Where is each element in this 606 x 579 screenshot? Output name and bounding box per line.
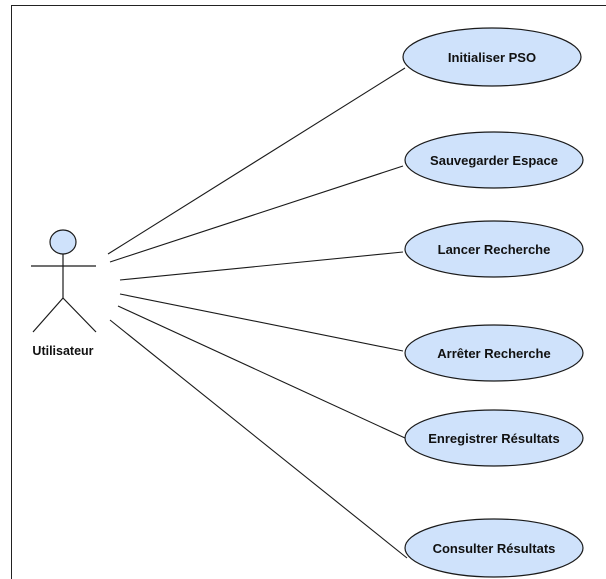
use-case-ellipse (404, 518, 584, 578)
use-case-sauvegarder-espace: Sauvegarder Espace (404, 131, 584, 189)
use-case-lancer-recherche: Lancer Recherche (404, 220, 584, 278)
actor-left-leg (32, 297, 64, 333)
use-case-consulter-resultats: Consulter Résultats (404, 518, 584, 578)
use-case-label: Initialiser PSO (448, 50, 536, 65)
use-case-label: Arrêter Recherche (437, 346, 550, 361)
association-line (109, 319, 408, 559)
use-case-label: Sauvegarder Espace (430, 153, 558, 168)
association-line (109, 165, 404, 263)
use-case-arreter-recherche: Arrêter Recherche (404, 324, 584, 382)
use-case-initialiser-pso: Initialiser PSO (402, 27, 582, 87)
association-line (119, 293, 404, 352)
use-case-ellipse (402, 27, 582, 87)
use-case-label: Consulter Résultats (433, 541, 556, 556)
actor-head (49, 229, 77, 255)
actor-figure: Utilisateur (31, 229, 97, 358)
diagram-frame (11, 5, 606, 579)
use-case-ellipse (404, 409, 584, 467)
use-case-label: Lancer Recherche (438, 242, 551, 257)
association-line (119, 251, 404, 281)
association-lines (107, 67, 408, 559)
use-case-label: Enregistrer Résultats (428, 431, 560, 446)
association-line (107, 67, 406, 255)
association-line (117, 305, 406, 439)
use-case-ellipse (404, 220, 584, 278)
actor-right-leg (62, 297, 97, 333)
use-case-ellipse (404, 324, 584, 382)
use-case-enregistrer-resultats: Enregistrer Résultats (404, 409, 584, 467)
actor-label: Utilisateur (32, 344, 93, 358)
use-case-ellipse (404, 131, 584, 189)
